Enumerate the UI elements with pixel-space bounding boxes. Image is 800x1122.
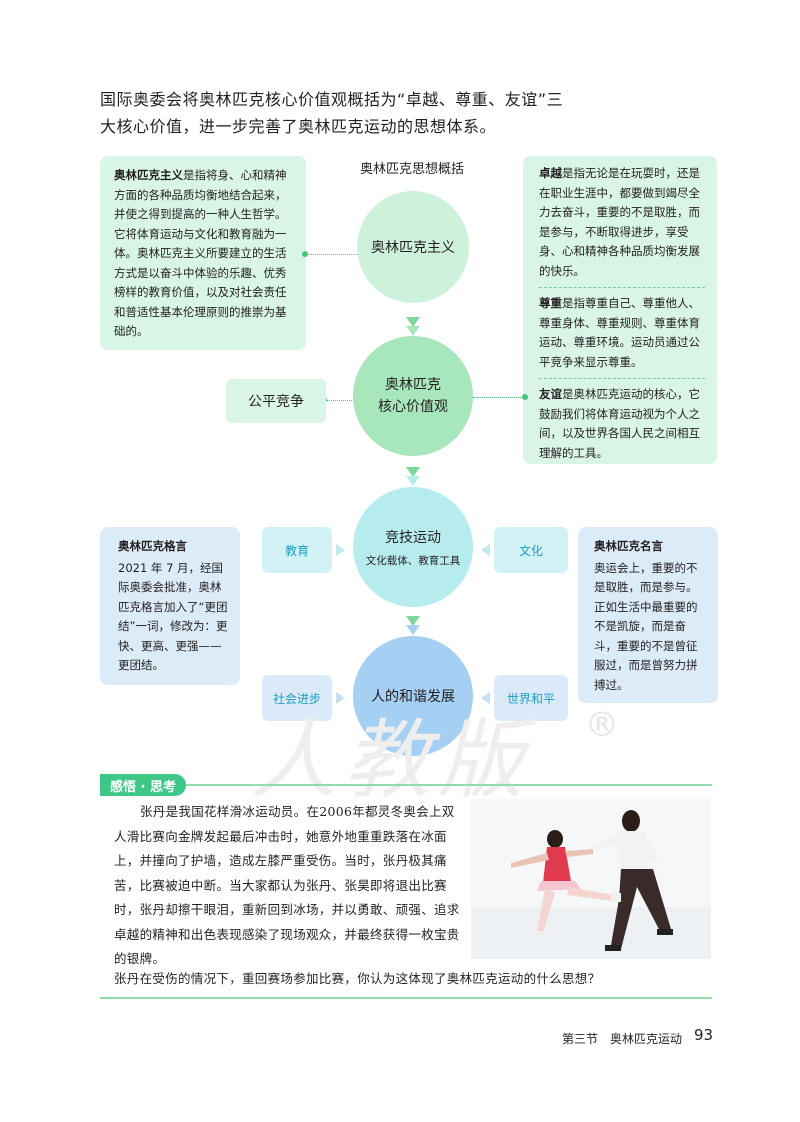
right-arrow-icon — [336, 544, 345, 556]
down-arrow-icon — [406, 317, 420, 327]
olympic-quote-text: 奥运会上，重要的不是取胜，而是参与。正如生活中最重要的不是凯旋，而是奋斗，重要的… — [594, 560, 698, 692]
footer-section-title: 第三节 奥林匹克运动 — [562, 1032, 683, 1046]
respect-paragraph: 尊重是指尊重自己、尊重他人、尊重身体、尊重规则、尊重体育运动、尊重环境。运动员通… — [539, 294, 705, 372]
reflection-section-label: 感悟 · 思考 — [100, 774, 186, 796]
fair-play-label: 公平竞争 — [248, 394, 304, 410]
friendship-term: 友谊 — [539, 387, 562, 401]
section-divider — [186, 784, 712, 786]
down-arrow-icon — [406, 326, 420, 336]
excellence-text: 是指无论是在玩耍时，还是在职业生涯中，都要做到竭尽全力去奋斗，重要的不是取胜，而… — [539, 166, 700, 278]
left-arrow-icon — [481, 544, 490, 556]
friendship-text: 是奥林匹克运动的核心，它鼓励我们将体育运动视为个人之间，以及世界各国人民之间相互… — [539, 387, 700, 460]
connector-line — [306, 254, 358, 255]
connector-line — [326, 400, 354, 401]
reflection-question-text: 张丹在受伤的情况下，重回赛场参加比赛，你认为这体现了奥林匹克运动的什么思想？ — [114, 971, 601, 986]
reflection-question: 张丹在受伤的情况下，重回赛场参加比赛，你认为这体现了奥林匹克运动的什么思想？ — [114, 967, 714, 992]
olympism-term: 奥林匹克主义 — [114, 168, 183, 182]
section-bottom-divider — [100, 997, 712, 999]
harmonious-development-label: 人的和谐发展 — [371, 689, 455, 705]
olympism-text: 是指将身、心和精神方面的各种品质均衡地结合起来，并使之得到提高的一种人生哲学。它… — [114, 168, 287, 338]
world-peace-tag: 世界和平 — [494, 675, 568, 721]
respect-text: 是指尊重自己、尊重他人、尊重身体、尊重规则、尊重体育运动、尊重环境。运动员通过公… — [539, 296, 700, 369]
divider — [539, 287, 705, 288]
connector-line — [473, 397, 525, 398]
story-text: 张丹是我国花样滑冰运动员。在2006年都灵冬奥会上双人滑比赛向金牌发起最后冲击时… — [114, 804, 460, 966]
page-number: 93 — [694, 1026, 714, 1044]
olympic-motto-box: 奥林匹克格言 2021 年 7 月，经国际奥委会批准，奥林匹克格言加入了“更团结… — [100, 527, 240, 685]
core-values-circle: 奥林匹克 核心价值观 — [353, 336, 473, 456]
excellence-paragraph: 卓越是指无论是在玩耍时，还是在职业生涯中，都要做到竭尽全力去奋斗，重要的不是取胜… — [539, 164, 705, 281]
olympic-motto-text: 2021 年 7 月，经国际奥委会批准，奥林匹克格言加入了“更团结”一词，修改为… — [118, 560, 228, 673]
excellence-term: 卓越 — [539, 166, 562, 180]
story-paragraph: 张丹是我国花样滑冰运动员。在2006年都灵冬奥会上双人滑比赛向金牌发起最后冲击时… — [114, 800, 464, 972]
intro-line-2: 大核心价值，进一步完善了奥林匹克运动的思想体系。 — [100, 117, 497, 136]
connector-dot — [302, 251, 308, 257]
core-values-line-1: 奥林匹克 — [385, 377, 441, 393]
olympic-quote-title: 奥林匹克名言 — [594, 539, 663, 553]
reflection-label-text: 感悟 · 思考 — [110, 779, 176, 795]
figure-skating-photo — [471, 799, 711, 959]
olympism-circle: 奥林匹克主义 — [357, 191, 469, 303]
world-peace-label: 世界和平 — [506, 691, 555, 706]
intro-line-1: 国际奥委会将奥林匹克核心价值观概括为“卓越、尊重、友谊”三 — [100, 90, 564, 109]
down-arrow-icon — [406, 616, 420, 626]
culture-label: 文化 — [518, 543, 543, 558]
competitive-sport-sublabel: 文化载体、教育工具 — [365, 554, 461, 567]
social-progress-tag: 社会进步 — [262, 675, 332, 721]
down-arrow-icon — [406, 476, 420, 486]
diagram-title: 奥林匹克思想概括 — [359, 162, 464, 177]
friendship-paragraph: 友谊是奥林匹克运动的核心，它鼓励我们将体育运动视为个人之间，以及世界各国人民之间… — [539, 385, 705, 463]
connector-dot — [522, 394, 528, 400]
social-progress-label: 社会进步 — [272, 691, 321, 706]
right-arrow-icon — [336, 692, 345, 704]
core-values-line-2: 核心价值观 — [378, 399, 448, 415]
education-label: 教育 — [284, 543, 309, 558]
down-arrow-icon — [406, 467, 420, 477]
olympism-definition-box: 奥林匹克主义是指将身、心和精神方面的各种品质均衡地结合起来，并使之得到提高的一种… — [100, 156, 306, 350]
olympic-quote-box: 奥林匹克名言 奥运会上，重要的不是取胜，而是参与。正如生活中最重要的不是凯旋，而… — [578, 527, 718, 703]
left-arrow-icon — [481, 692, 490, 704]
intro-paragraph: 国际奥委会将奥林匹克核心价值观概括为“卓越、尊重、友谊”三 大核心价值，进一步完… — [100, 86, 570, 140]
harmonious-development-circle: 人的和谐发展 — [353, 636, 473, 756]
competitive-sport-label: 竞技运动 — [385, 529, 441, 546]
registered-mark: ® — [585, 705, 619, 745]
education-tag: 教育 — [262, 527, 332, 573]
olympism-circle-label: 奥林匹克主义 — [371, 240, 455, 256]
down-arrow-icon — [406, 625, 420, 635]
olympic-motto-title: 奥林匹克格言 — [118, 539, 187, 553]
competitive-sport-circle: 竞技运动 文化载体、教育工具 — [353, 487, 473, 607]
fair-play-box: 公平竞争 — [226, 379, 326, 423]
respect-term: 尊重 — [539, 296, 562, 310]
divider — [539, 378, 705, 379]
publisher-watermark: 人教版 — [250, 711, 532, 811]
core-values-definition-box: 卓越是指无论是在玩耍时，还是在职业生涯中，都要做到竭尽全力去奋斗，重要的不是取胜… — [523, 156, 717, 464]
culture-tag: 文化 — [494, 527, 568, 573]
